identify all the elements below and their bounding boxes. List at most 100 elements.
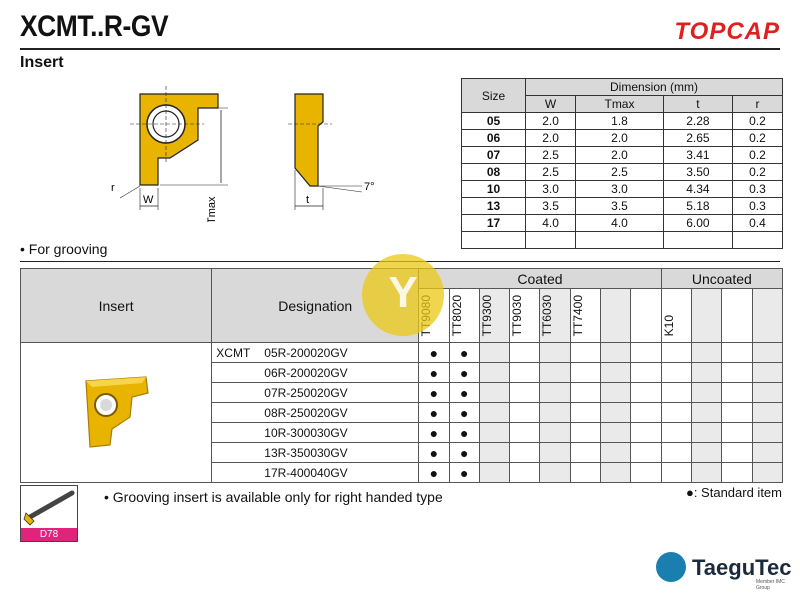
dim-row: 07 2.5 2.0 3.41 0.2 [461,146,784,164]
dim-value: 0.2 [731,112,784,130]
dim-size: 08 [461,163,526,181]
dim-row: 10 3.0 3.0 4.34 0.3 [461,180,784,198]
table-row: 10R-300030GV ● ● [21,422,784,444]
designation-code: 06R-200020GV [264,365,348,380]
grade-label: K10 [661,315,676,337]
dim-value: 5.18 [662,197,733,215]
dim-value: 0.2 [731,129,784,147]
dim-row: 08 2.5 2.5 3.50 0.2 [461,163,784,181]
dim-size: 07 [461,146,526,164]
designation-prefix: XCMT [216,345,251,360]
dim-col-header: W [524,95,577,113]
table-row: 17R-400040GV ● ● [21,462,784,484]
grade-label: TT8020 [449,295,464,337]
dim-value: 4.0 [524,214,577,232]
grade-label: TT6030 [540,295,555,337]
dim-value: 0.3 [731,180,784,198]
standard-mark: ● [418,362,450,384]
dim-value: 2.5 [575,163,664,181]
insert-drawing: r W Tmax t 7° [111,86,375,222]
standard-mark: ● [418,342,450,364]
dim-value: 2.5 [524,146,577,164]
page-title: XCMT..R-GV [20,10,169,43]
right-hand-note: • Grooving insert is available only for … [104,489,443,505]
page-reference-link[interactable]: D78 [20,485,78,542]
grade-label: TT9300 [479,295,494,337]
designation-code: 05R-200020GV [264,345,348,360]
insert-top-view [139,93,219,186]
dim-col-header: Tmax [575,95,664,113]
table-row: 06R-200020GV ● ● [21,362,784,384]
standard-mark: ● [448,442,480,464]
r-label: r [111,182,115,194]
dim-size: 06 [461,129,526,147]
standard-mark: ● [448,382,480,404]
brand-logo: TOPCAP [674,18,780,45]
angle-label: 7° [364,181,375,193]
grooving-note: • For grooving [20,241,108,257]
standard-mark: ● [448,422,480,444]
dim-row: 17 4.0 4.0 6.00 0.4 [461,214,784,232]
dim-row: 05 2.0 1.8 2.28 0.2 [461,112,784,130]
dim-row: 13 3.5 3.5 5.18 0.3 [461,197,784,215]
designation-table: Insert Designation Coated Uncoated TT908… [19,267,784,484]
watermark-icon: Y [362,254,444,336]
table-row: 07R-250020GV ● ● [21,382,784,404]
logo-sub: Member IMC Group [756,579,785,591]
taegutec-logo: TaeguTec Member IMC Group [656,552,791,591]
watermark-letter: Y [388,268,418,317]
table-row: XCMT 05R-200020GV ● ● [19,342,784,484]
dim-size: 10 [461,180,526,198]
uncoated-header: Uncoated [660,268,784,289]
coated-header: Coated [418,268,662,289]
designation-code: 17R-400040GV [264,465,348,480]
dim-value: 2.0 [575,129,664,147]
t-label: t [306,194,309,206]
dim-value: 0.2 [731,163,784,181]
dim-value: 4.0 [575,214,664,232]
dim-size: 13 [461,197,526,215]
standard-mark: ● [418,462,450,484]
dimension-table: Size Dimension (mm) W Tmax t r 05 2.0 1.… [461,78,784,249]
dim-value: 1.8 [575,112,664,130]
standard-mark: ● [448,462,480,484]
dim-value: 0.2 [731,146,784,164]
designation-code: 13R-350030GV [264,445,348,460]
dim-value: 3.50 [662,163,733,181]
dim-size: 17 [461,214,526,232]
tool-holder-icon [23,490,75,526]
logo-name: TaeguTec [692,555,792,580]
title-divider [20,48,780,50]
dim-size: 05 [461,112,526,130]
dim-value: 3.5 [575,197,664,215]
designation-code: 10R-300030GV [264,425,348,440]
standard-mark: ● [448,402,480,424]
standard-mark: ● [418,442,450,464]
dim-row: 06 2.0 2.0 2.65 0.2 [461,129,784,147]
dim-value: 3.41 [662,146,733,164]
dim-value: 2.0 [575,146,664,164]
dim-value: 2.0 [524,112,577,130]
standard-mark: ● [418,382,450,404]
dim-value: 2.5 [524,163,577,181]
table-row: 08R-250020GV ● ● [21,402,784,424]
tmax-label: Tmax [206,196,218,222]
designation-code: 08R-250020GV [264,405,348,420]
dim-value: 0.4 [731,214,784,232]
standard-mark: ● [418,422,450,444]
insert-image [85,376,149,449]
dim-value: 6.00 [662,214,733,232]
dimension-group-header: Dimension (mm) [525,78,783,96]
dim-col-header: r [731,95,784,113]
standard-mark: ● [418,402,450,424]
insert-header: Insert [19,267,213,344]
standard-mark: ● [448,342,480,364]
standard-item-legend: ●: Standard item [685,485,782,500]
standard-mark: ● [448,362,480,384]
grade-label: TT7400 [570,295,585,337]
w-label: W [143,194,154,206]
page-reference-label: D78 [21,528,77,541]
dim-col-header: t [662,95,733,113]
dim-value: 4.34 [662,180,733,198]
dim-value: 2.65 [662,129,733,147]
